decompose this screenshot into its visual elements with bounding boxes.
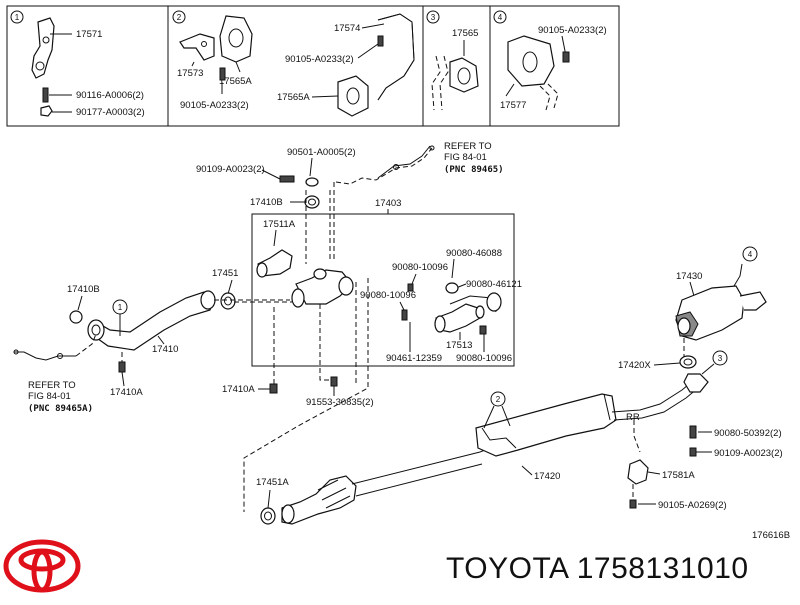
gasket-17451: [220, 292, 236, 310]
refer-left-line2: FIG 84-01: [28, 391, 71, 402]
main-diagram: 90501-A0005(2) 90109-A0023(2) REFER TO F…: [13, 141, 790, 541]
refer-left-line3: (PNC 89465A): [28, 404, 93, 414]
nut-part: [40, 105, 53, 117]
bolt-part: [562, 51, 570, 63]
refer-top-line2: FIG 84-01: [444, 152, 487, 163]
gasket-part: [445, 282, 459, 294]
label-17410a-left: 17410A: [110, 387, 143, 398]
bolt-part: [629, 499, 637, 509]
label-17577: 17577: [500, 100, 526, 111]
label-17430: 17430: [676, 271, 702, 282]
figure-code: 176616B: [752, 530, 790, 541]
label-91553: 91553-30835(2): [306, 397, 374, 408]
inset-3: 3 17565: [426, 10, 479, 111]
label-90461: 90461-12359: [386, 353, 442, 364]
gasket-17420x: [679, 355, 697, 369]
label-90501: 90501-A0005(2): [287, 147, 356, 158]
label-90105-left: 90105-A0233(2): [180, 100, 249, 111]
label-17410: 17410: [152, 344, 178, 355]
bolt-part: [330, 376, 338, 387]
label-17565a-top: 17565A: [219, 76, 252, 87]
inset-2: 2 17573 17565A 90105-A0233(2) 17574 9010…: [172, 10, 415, 117]
center-muffler-17420: [475, 393, 617, 457]
label-17420x: 17420X: [618, 360, 651, 371]
label-90109-right: 90109-A0023(2): [714, 448, 783, 459]
callout-4: 4: [748, 250, 753, 259]
inset-1-number: 1: [15, 13, 20, 22]
label-17451a: 17451A: [256, 477, 289, 488]
callout-1: 1: [118, 303, 123, 312]
inset-1: 1 17571 90116-A0006(2) 90177-A0003(2): [10, 10, 145, 118]
pipe-marking-rr: RR: [626, 412, 640, 423]
inset-4: 4 90105-A0233(2) 17577: [493, 10, 607, 111]
label-17410b-top: 17410B: [250, 197, 283, 208]
inset-4-number: 4: [498, 13, 503, 22]
bracket-17573-part: [179, 33, 215, 61]
nut-part: [118, 361, 126, 373]
catalytic-converter: [281, 475, 357, 525]
bolt-part: [377, 35, 384, 47]
label-90105-inset4: 90105-A0233(2): [538, 25, 607, 36]
label-90080-46121: 90080-46121: [466, 279, 522, 290]
front-pipe-17410: [93, 291, 215, 351]
label-17581a: 17581A: [662, 470, 695, 481]
label-90116: 90116-A0006(2): [76, 90, 144, 101]
rubber-support-17565: [449, 57, 479, 93]
label-17451: 17451: [212, 268, 238, 279]
bolt-part: [689, 425, 697, 439]
callout-3: 3: [718, 354, 723, 363]
label-17403: 17403: [375, 198, 401, 209]
bolt-part: [401, 309, 408, 321]
label-90080-10096-b: 90080-10096: [360, 290, 416, 301]
label-90080-50392: 90080-50392(2): [714, 428, 782, 439]
gasket-part: [305, 177, 319, 187]
nut-part: [269, 383, 278, 394]
label-17571: 17571: [76, 29, 102, 40]
label-90105-a0269: 90105-A0269(2): [658, 500, 727, 511]
gasket-17410b-left: [69, 310, 83, 324]
label-17565a-bottom: 17565A: [277, 92, 310, 103]
refer-left-line1: REFER TO: [28, 380, 76, 391]
gasket-17410b-top: [304, 195, 320, 209]
inset-2-number: 2: [177, 13, 182, 22]
label-90109-top: 90109-A0023(2): [196, 164, 265, 175]
bracket-17581a: [627, 459, 649, 485]
label-90080-10096-a: 90080-10096: [392, 262, 448, 273]
bolt-part: [279, 175, 295, 183]
bracket-17577: [507, 35, 555, 87]
label-17565: 17565: [452, 28, 478, 39]
rubber-support-17565a: [337, 75, 369, 117]
label-17573: 17573: [177, 68, 203, 79]
flange-part: [683, 373, 709, 393]
label-90080-46088: 90080-46088: [446, 248, 502, 259]
tail-tip: [739, 291, 767, 311]
label-17420: 17420: [534, 471, 560, 482]
callout-2: 2: [496, 395, 501, 404]
label-17410b-left: 17410B: [67, 284, 100, 295]
label-90105-right: 90105-A0233(2): [285, 54, 354, 65]
clamp-part: [486, 292, 502, 312]
inset-3-number: 3: [431, 13, 436, 22]
label-17410a-mid: 17410A: [222, 384, 255, 395]
nut-part: [689, 447, 697, 457]
label-90177: 90177-A0003(2): [76, 107, 145, 118]
refer-top-line1: REFER TO: [444, 141, 492, 152]
inset-panel: 1 17571 90116-A0006(2) 90177-A0003(2) 2 …: [6, 5, 620, 127]
bolt-part: [407, 283, 414, 292]
bolt-part: [219, 67, 226, 81]
refer-top-line3: (PNC 89465): [444, 165, 504, 175]
bolt-part: [42, 87, 49, 103]
label-90080-10096-c: 90080-10096: [456, 353, 512, 364]
rubber-support-part: [219, 15, 253, 63]
label-17513: 17513: [446, 340, 472, 351]
label-17574: 17574: [334, 23, 360, 34]
assembly-17403-box: [251, 213, 515, 367]
brand-part-caption: TOYOTA 1758131010: [446, 552, 749, 585]
bolt-part: [479, 325, 487, 335]
label-17511a: 17511A: [263, 219, 296, 230]
gasket-17451a: [260, 507, 276, 525]
toyota-logo-icon: [3, 539, 81, 593]
